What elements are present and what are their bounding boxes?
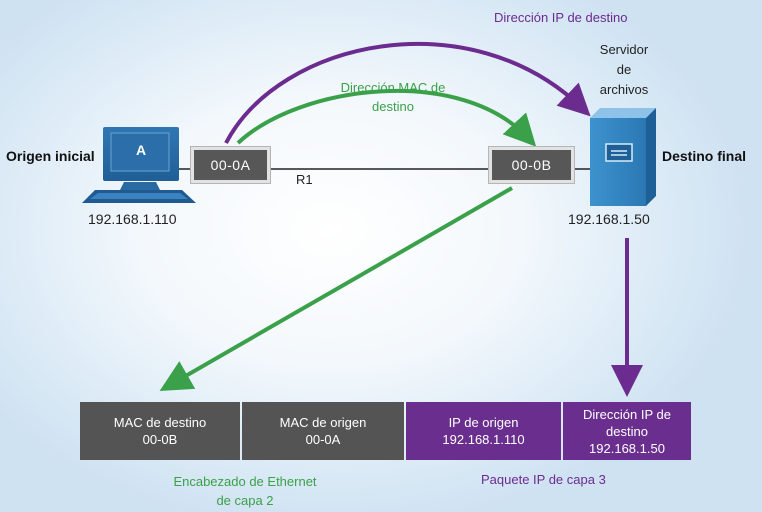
- server-icon: [590, 108, 656, 206]
- server-ip: 192.168.1.50: [568, 211, 650, 227]
- mac-destination-label-line: destino: [372, 99, 414, 114]
- field-line: MAC de origen: [279, 415, 367, 430]
- layer2-caption-line: de capa 2: [216, 493, 274, 508]
- field-line: destino: [606, 423, 648, 439]
- field-line: MAC de destino: [113, 415, 207, 430]
- destination-role-label: Destino final: [662, 148, 747, 164]
- header-field-source-ip: IP de origen 192.168.1.110: [406, 402, 561, 460]
- host-letter: A: [135, 142, 147, 158]
- mac-destination-label-line: Dirección MAC de: [340, 80, 446, 95]
- layer2-caption: Encabezado de Ethernet de capa 2: [140, 472, 350, 510]
- server-name: Servidor de archivos: [584, 40, 664, 100]
- layer3-caption: Paquete IP de capa 3: [481, 472, 606, 487]
- layer2-caption-line: Encabezado de Ethernet: [173, 474, 317, 489]
- pc-icon: [82, 127, 196, 203]
- field-line: 192.168.1.110: [442, 432, 525, 447]
- mac-destination-label: Dirección MAC de destino: [318, 78, 468, 116]
- mac-destination-arrow: [236, 89, 537, 147]
- field-line: 00-0B: [142, 432, 178, 447]
- field-line: 00-0A: [305, 432, 341, 447]
- source-role-label: Origen inicial: [6, 148, 95, 164]
- header-field-dest-ip: Dirección IP de destino 192.168.1.50: [563, 402, 691, 460]
- source-ip: 192.168.1.110: [88, 211, 177, 227]
- source-mac-box: 00-0A: [191, 147, 270, 183]
- field-line: Dirección IP de: [583, 406, 671, 422]
- header-field-source-mac: MAC de origen 00-0A: [242, 402, 404, 460]
- server-name-line: de: [616, 62, 632, 77]
- router-mac-box: 00-0B: [489, 147, 574, 183]
- router-name: R1: [296, 172, 313, 187]
- mac-to-header-arrow: [159, 186, 513, 391]
- server-name-line: Servidor: [599, 42, 649, 57]
- ip-destination-arrow: [224, 41, 591, 144]
- header-field-dest-mac: MAC de destino 00-0B: [80, 402, 240, 460]
- field-line: 192.168.1.50: [589, 440, 665, 456]
- ip-destination-label: Dirección IP de destino: [494, 10, 628, 25]
- field-line: IP de origen: [448, 415, 519, 430]
- server-name-line: archivos: [599, 82, 649, 97]
